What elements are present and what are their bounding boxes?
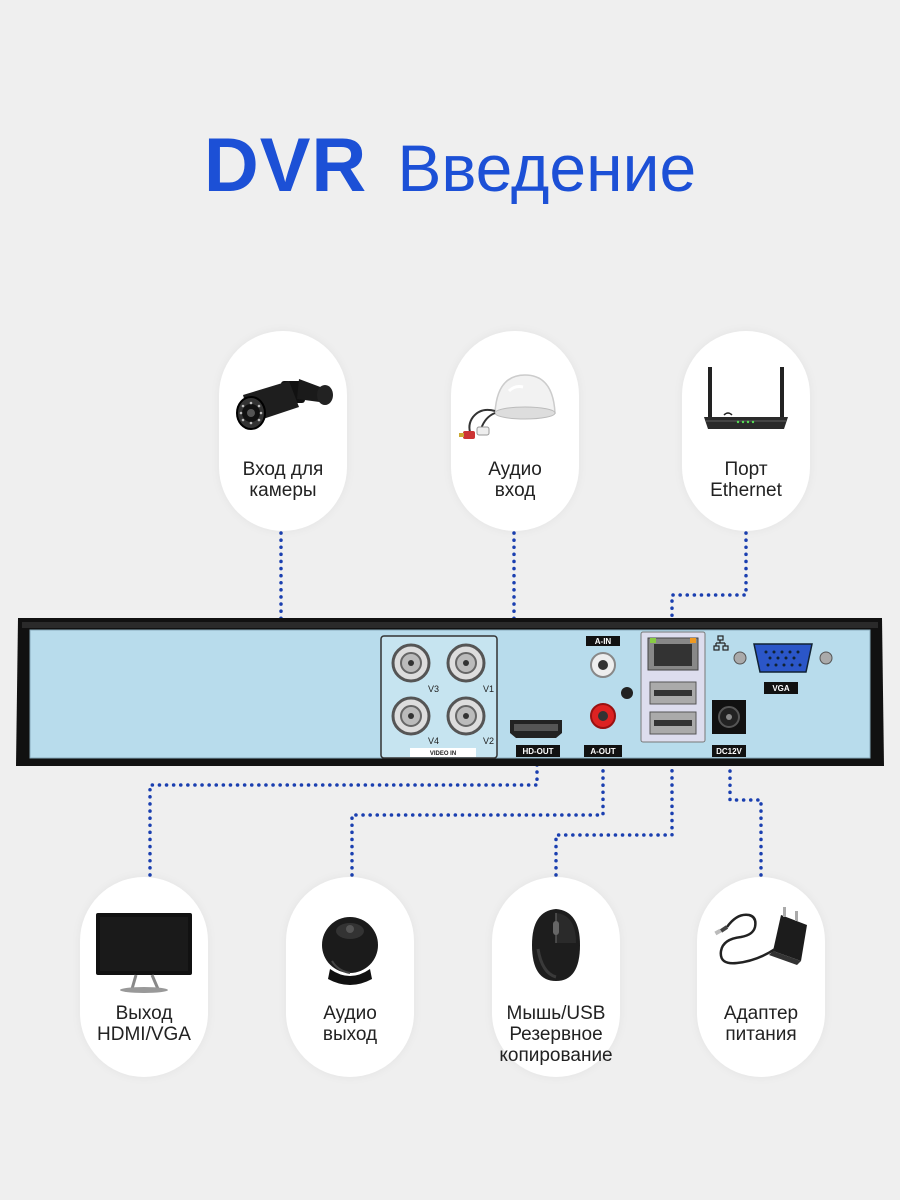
label-video-in: VIDEO IN bbox=[430, 751, 456, 757]
label-a-out: A-OUT bbox=[590, 747, 615, 756]
label-v2: V2 bbox=[483, 736, 494, 746]
lan-usb-block bbox=[640, 631, 706, 743]
bnc-v3 bbox=[391, 643, 431, 683]
line-usb bbox=[554, 733, 674, 877]
label-dc12v: DC12V bbox=[716, 747, 742, 756]
audio-in-jack: A-IN bbox=[586, 636, 620, 678]
hdmi-port: HD-OUT bbox=[510, 720, 562, 757]
network-symbol bbox=[713, 635, 729, 651]
line-audio-in bbox=[512, 531, 592, 667]
video-in-block: V3 V1 V4 V2 VIDEO IN bbox=[380, 635, 498, 759]
line-audio-out bbox=[350, 758, 605, 877]
power-adapter-icon bbox=[714, 907, 807, 965]
title-intro: Введение bbox=[397, 131, 697, 205]
label-v3: V3 bbox=[428, 684, 439, 694]
dc-power-port: DC12V bbox=[712, 700, 746, 757]
label-vga: VGA bbox=[772, 684, 790, 693]
page-title: DVR Введение bbox=[0, 122, 900, 209]
label-v1: V1 bbox=[483, 684, 494, 694]
label-v4: V4 bbox=[428, 736, 439, 746]
bnc-v2 bbox=[446, 696, 486, 736]
monitor-icon bbox=[96, 913, 192, 993]
camera-icon bbox=[236, 379, 333, 430]
bnc-v4 bbox=[391, 696, 431, 736]
label-a-in: A-IN bbox=[595, 637, 612, 646]
line-power bbox=[728, 756, 763, 877]
speaker-icon bbox=[322, 917, 378, 985]
audio-out-jack: A-OUT bbox=[584, 703, 622, 757]
mouse-icon bbox=[532, 909, 580, 981]
label-hd-out: HD-OUT bbox=[522, 747, 553, 756]
title-dvr: DVR bbox=[203, 123, 368, 208]
microphone-icon bbox=[459, 374, 556, 439]
router-icon bbox=[704, 367, 788, 429]
bnc-v1 bbox=[446, 643, 486, 683]
vga-port: VGA bbox=[733, 643, 833, 694]
line-hdmi bbox=[148, 756, 539, 877]
